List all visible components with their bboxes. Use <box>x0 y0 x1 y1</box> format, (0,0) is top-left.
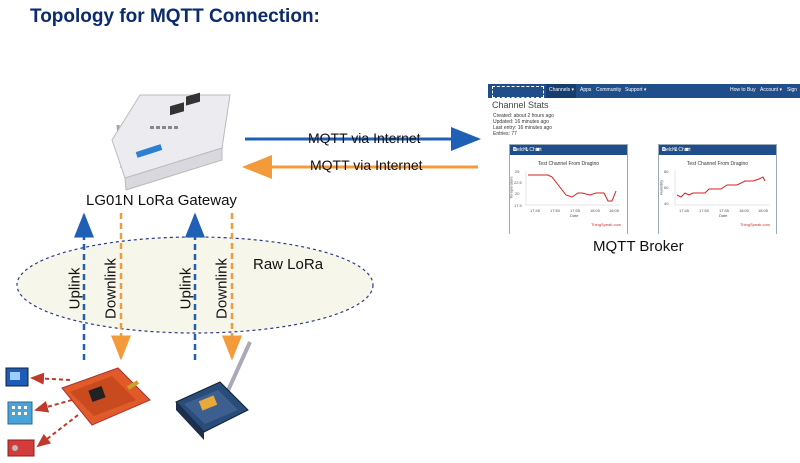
field2-chart-heading: Test Channel From Dragino <box>686 161 749 167</box>
f1-xtick: 17:45 <box>530 208 541 213</box>
f2-xtick: 17:50 <box>699 208 710 213</box>
f2-xtick: 18:05 <box>758 208 769 213</box>
mqtt-broker-screenshot: Channels ▾ Apps Community Support ▾ How … <box>488 84 800 234</box>
gateway-label: LG01N LoRa Gateway <box>86 192 237 209</box>
field2-series-line <box>676 176 766 198</box>
uplink-label-2: Uplink <box>177 267 195 310</box>
field2-chart-panel: Field 2 Chart⧉ ✎ ✖ Test Channel From Dra… <box>658 144 777 234</box>
f2-xlabel: Date <box>719 213 728 218</box>
field1-chart <box>525 171 620 206</box>
panel-action-icons[interactable]: ⧉ ✎ ✖ <box>662 147 692 153</box>
f2-xtick: 17:55 <box>719 208 730 213</box>
f2-ytick: 80 <box>664 169 669 174</box>
f2-ytick: 40 <box>664 201 669 206</box>
f2-ylabel: Humidity <box>658 179 664 196</box>
sensor-module-3 <box>7 439 35 457</box>
field1-chart-title: Field 1 Chart <box>513 147 542 153</box>
f1-ylabel: Temperature <box>508 176 514 199</box>
thingspeak-logo <box>492 86 544 98</box>
f1-xtick: 17:50 <box>550 208 561 213</box>
downlink-label-2: Downlink <box>213 258 231 319</box>
nav-apps[interactable]: Apps <box>580 87 592 93</box>
f2-credit[interactable]: ThingSpeak.com <box>739 222 770 227</box>
broker-navbar: Channels ▾ Apps Community Support ▾ How … <box>488 84 800 98</box>
downlink-label-1: Downlink <box>102 258 120 319</box>
f1-ytick: 20 <box>515 191 520 196</box>
f1-ytick: 25 <box>515 169 520 174</box>
nav-account[interactable]: Account ▾ <box>760 87 782 93</box>
field1-chart-panel: Field 1 Chart⧉ ✎ ✖ Test Channel From Dra… <box>509 144 628 234</box>
sensor-node-board-1 <box>61 367 151 426</box>
f2-xtick: 18:00 <box>739 208 750 213</box>
broker-label: MQTT Broker <box>593 238 684 255</box>
f1-xlabel: Date <box>570 213 579 218</box>
f1-ytick: 17.5 <box>514 203 522 208</box>
meta-last-entry: Last entry: 16 minutes ago <box>493 125 552 131</box>
field1-series-line <box>528 174 617 202</box>
f1-xtick: 17:55 <box>570 208 581 213</box>
field2-chart-title: Field 2 Chart <box>662 147 691 153</box>
nav-support[interactable]: Support ▾ <box>625 87 647 93</box>
f1-xtick: 18:00 <box>590 208 601 213</box>
mqtt-down-label: MQTT via Internet <box>310 157 423 173</box>
sensor-node-board-2 <box>175 341 252 440</box>
nav-community[interactable]: Community <box>596 87 622 93</box>
channel-stats-heading: Channel Stats <box>492 100 549 110</box>
page-title: Topology for MQTT Connection: <box>30 6 320 27</box>
nav-sign[interactable]: Sign <box>787 87 798 93</box>
f1-ytick: 22.5 <box>514 180 522 185</box>
panel-action-icons[interactable]: ⧉ ✎ ✖ <box>513 147 543 153</box>
f1-xtick: 18:05 <box>609 208 620 213</box>
meta-created: Created: about 2 hours ago <box>493 113 554 119</box>
field1-chart-heading: Test Channel From Dragino <box>537 161 600 167</box>
f2-ytick: 60 <box>664 185 669 190</box>
uplink-label-1: Uplink <box>66 267 84 310</box>
meta-updated: Updated: 16 minutes ago <box>493 119 549 125</box>
gateway-device <box>111 92 231 191</box>
nav-channels[interactable]: Channels ▾ <box>549 87 575 93</box>
f1-credit[interactable]: ThingSpeak.com <box>590 222 621 227</box>
nav-how-to-buy[interactable]: How to Buy <box>730 87 756 93</box>
mqtt-up-label: MQTT via Internet <box>308 130 421 146</box>
sensor-module-2 <box>7 401 33 425</box>
meta-entries: Entries: 77 <box>493 131 517 137</box>
field2-chart <box>674 171 769 206</box>
f2-xtick: 17:45 <box>679 208 690 213</box>
sensor-module-1 <box>5 367 29 387</box>
raw-lora-label: Raw LoRa <box>253 256 324 273</box>
